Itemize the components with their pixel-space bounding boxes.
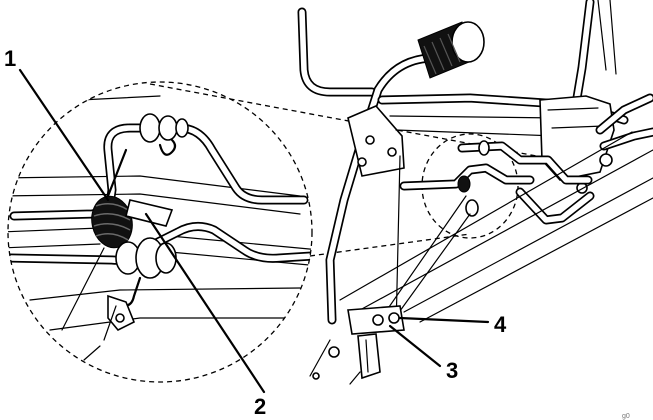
machine-assembly <box>297 0 653 385</box>
callout-2: 2 <box>254 394 266 419</box>
leader-line-2 <box>144 212 266 394</box>
leader-line-1 <box>18 68 110 202</box>
magnifier-outline <box>7 81 313 383</box>
callout-labels: 1 2 3 4 <box>4 46 507 419</box>
callout-1: 1 <box>4 46 16 71</box>
leader-line-3 <box>388 324 442 368</box>
detail-view <box>7 81 313 383</box>
callout-4: 4 <box>494 312 507 337</box>
figure-code: g0 <box>622 413 630 420</box>
lever-grip <box>417 21 485 79</box>
lower-clamp <box>309 305 405 385</box>
leader-line-4 <box>398 316 490 324</box>
detail-contents <box>8 95 312 361</box>
leader-lines <box>18 68 490 394</box>
callout-3: 3 <box>446 358 458 383</box>
spring-coil <box>61 148 133 331</box>
